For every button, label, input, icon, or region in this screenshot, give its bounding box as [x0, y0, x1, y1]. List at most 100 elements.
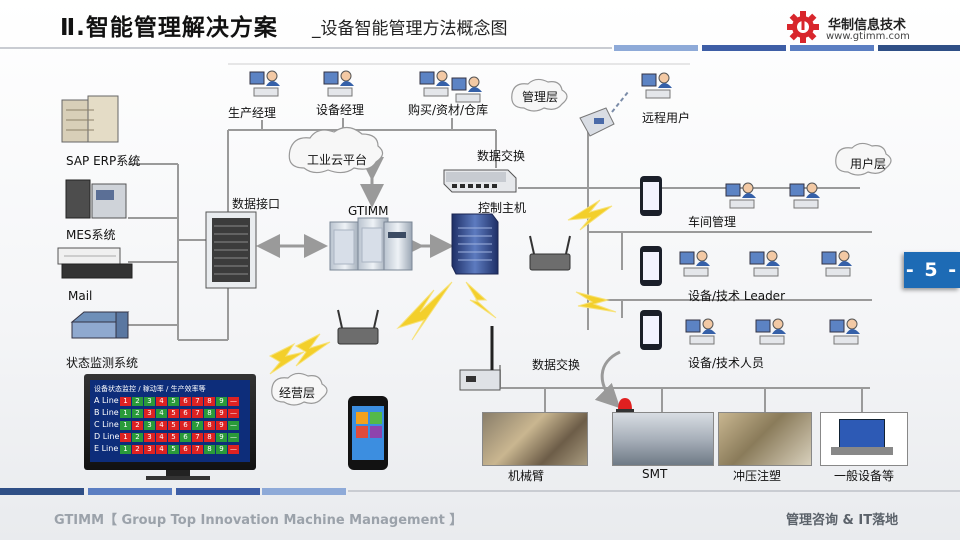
equipment-robot-arm-label: 机械臂	[508, 469, 545, 483]
footer-tagline: 管理咨询 & IT落地	[786, 513, 899, 528]
role-production-manager: 生产经理	[228, 106, 277, 120]
manager-user-icon	[249, 70, 281, 97]
header-divider	[0, 45, 960, 51]
logo-url: www.gtimm.com	[826, 31, 910, 42]
sap-erp-label: SAP ERP系统	[66, 154, 141, 168]
cloud-platform-label: 工业云平台	[307, 153, 368, 167]
monitor-cell: 7	[192, 421, 203, 430]
monitor-cell: 4	[156, 433, 167, 442]
monitor-cell: 8	[204, 421, 215, 430]
monitor-cell: 4	[156, 445, 167, 454]
monitor-cell: 8	[204, 433, 215, 442]
monitor-cell: —	[228, 433, 239, 442]
page-title: Ⅱ.智能管理解决方案	[60, 15, 278, 41]
monitor-cell: 6	[180, 409, 191, 418]
monitor-row-label: D Line	[94, 432, 120, 441]
alarm-light-icon	[616, 398, 634, 412]
gear-logo-icon	[787, 11, 819, 43]
remote-user-icon	[641, 72, 673, 99]
mail-label: Mail	[68, 289, 93, 303]
monitor-cell: 5	[168, 409, 179, 418]
gtimm-label: GTIMM	[348, 204, 389, 218]
remote-user-label: 远程用户	[642, 111, 691, 125]
data-interface-label: 数据接口	[232, 197, 281, 211]
monitor-cell: 7	[192, 409, 203, 418]
staff-user-icon-2	[755, 318, 787, 345]
monitor-cell: 2	[132, 445, 143, 454]
monitor-cell: —	[228, 421, 239, 430]
monitor-cell: 5	[168, 433, 179, 442]
monitor-cell: 6	[180, 445, 191, 454]
workshop-user-icon	[725, 182, 757, 209]
gtimm-server-icon	[329, 217, 413, 271]
operation-layer-label: 经营层	[279, 386, 316, 400]
monitor-cell: 1	[120, 421, 131, 430]
leader-user-icon-3	[821, 250, 853, 277]
monitor-cell: 1	[120, 433, 131, 442]
monitor-cell: 2	[132, 409, 143, 418]
equipment-leader-label: 设备/技术 Leader	[688, 289, 786, 303]
monitor-row-label: E Line	[94, 444, 119, 453]
stamping-photo	[718, 412, 812, 466]
monitor-cell: —	[228, 445, 239, 454]
monitor-cell: 6	[180, 433, 191, 442]
monitor-cell: 6	[180, 421, 191, 430]
logo-name: 华制信息技术	[828, 18, 907, 33]
monitor-cell: 7	[192, 397, 203, 406]
footer-brand: GTIMM【 Group Top Innovation Machine Mana…	[54, 513, 463, 528]
flow-arrows	[256, 157, 621, 409]
monitor-cell: —	[228, 397, 239, 406]
mes-label: MES系统	[66, 228, 116, 242]
monitor-cell: 3	[144, 421, 155, 430]
data-interface-rack-icon	[205, 211, 257, 289]
status-monitoring-server-icon	[70, 311, 130, 339]
purchasing-user-icon-2	[451, 76, 483, 103]
user-layer-label: 用户层	[850, 157, 887, 171]
monitor-cell: 9	[216, 433, 227, 442]
monitor-cell: 4	[156, 409, 167, 418]
monitor-cell: 2	[132, 397, 143, 406]
monitor-row-label: B Line	[94, 408, 119, 417]
staff-user-icon	[685, 318, 717, 345]
leader-user-icon	[679, 250, 711, 277]
monitor-cell: 8	[204, 397, 215, 406]
monitor-cell: 9	[216, 445, 227, 454]
ip-phone-icon	[579, 107, 615, 137]
monitor-cell: 2	[132, 421, 143, 430]
wireless-gateway-icon	[459, 326, 501, 391]
control-host-icon	[451, 213, 499, 275]
page-subtitle: _设备智能管理方法概念图	[312, 19, 508, 39]
workshop-mgmt-label: 车间管理	[688, 215, 737, 229]
monitor-cell: 5	[168, 445, 179, 454]
data-exchange-bottom-label: 数据交换	[532, 358, 581, 372]
monitor-cell: 8	[204, 409, 215, 418]
monitor-cell: 9	[216, 421, 227, 430]
monitor-cell: 1	[120, 409, 131, 418]
smt-photo	[612, 412, 714, 466]
monitor-cell: 1	[120, 445, 131, 454]
equipment-smt-label: SMT	[642, 467, 668, 481]
monitor-cell: 7	[192, 445, 203, 454]
leader-user-icon-2	[749, 250, 781, 277]
monitor-cell: 9	[216, 409, 227, 418]
monitor-cell: 5	[168, 397, 179, 406]
data-exchange-top-label: 数据交换	[477, 149, 526, 163]
status-monitoring-label: 状态监测系统	[66, 356, 139, 370]
monitor-cell: 4	[156, 421, 167, 430]
wifi-router-icon	[337, 235, 571, 345]
purchasing-user-icon	[419, 70, 451, 97]
equipment-manager-user-icon	[323, 70, 355, 97]
equipment-general-label: 一般设备等	[834, 469, 895, 483]
monitor-cell: 3	[144, 433, 155, 442]
clouds	[271, 78, 892, 406]
monitor-cell: 8	[204, 445, 215, 454]
sap-erp-server-icon	[61, 95, 119, 143]
footer-divider	[0, 488, 960, 495]
smartphone-icon	[640, 176, 662, 350]
monitor-cell: 3	[144, 397, 155, 406]
role-equipment-manager: 设备经理	[316, 103, 365, 117]
wireless-signal-icons	[268, 199, 617, 375]
general-equipment-photo	[820, 412, 908, 466]
